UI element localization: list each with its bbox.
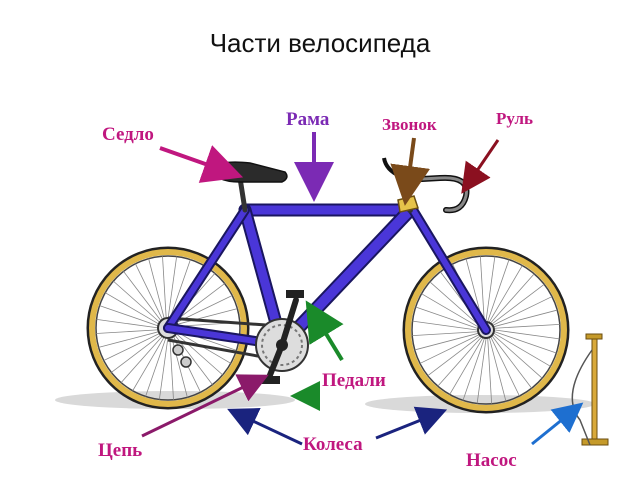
spoke	[493, 334, 543, 379]
spoke	[487, 259, 510, 322]
front-wheel	[402, 246, 570, 414]
spoke	[414, 333, 478, 351]
spoke	[494, 323, 560, 329]
spoke	[490, 337, 520, 397]
pedal-arrow-upper	[305, 300, 344, 362]
pump	[571, 333, 609, 446]
spoke	[429, 281, 479, 326]
spoke	[132, 336, 165, 391]
label-frame: Рама	[286, 109, 330, 130]
rear-derailleur	[172, 344, 192, 368]
handlebar-arrow	[461, 139, 500, 194]
spoke	[479, 256, 485, 322]
wheels-arrow-left	[227, 408, 303, 446]
bell-arrow	[390, 137, 431, 206]
spoke	[169, 259, 191, 320]
spoke	[98, 331, 160, 348]
spoke	[120, 335, 164, 383]
label-pump: Насос	[466, 450, 517, 471]
spoke	[494, 309, 558, 327]
spoke	[158, 336, 169, 400]
spoke	[490, 273, 535, 323]
label-saddle: Седло	[102, 124, 154, 145]
spoke	[175, 332, 223, 376]
spoke	[135, 263, 164, 321]
label-wheels: Колеса	[303, 434, 363, 455]
spoke	[103, 332, 161, 361]
spoke	[485, 256, 496, 322]
spoke	[437, 337, 482, 387]
spoke	[99, 305, 160, 327]
bike-frame	[163, 175, 491, 352]
spoke	[476, 338, 487, 404]
chain-arrow	[141, 374, 269, 438]
spoke	[494, 329, 560, 340]
spoke	[449, 338, 483, 395]
spoke	[489, 265, 523, 322]
label-handlebar: Руль	[496, 109, 533, 128]
saddle-arrow	[159, 145, 244, 183]
spoke	[169, 336, 174, 400]
spoke	[492, 336, 533, 389]
spoke	[113, 280, 161, 324]
label-pedals: Педали	[322, 370, 386, 391]
label-chain: Цепь	[98, 440, 143, 461]
spoke	[421, 293, 478, 327]
saddle-shape	[209, 161, 288, 183]
spoke	[412, 320, 478, 331]
pump-arrow	[531, 402, 584, 446]
handlebar-grip	[382, 157, 401, 178]
spoke	[419, 334, 479, 364]
spoke	[489, 338, 507, 402]
spoke	[96, 318, 160, 329]
spoke	[493, 296, 553, 326]
front-spokes	[412, 256, 560, 404]
spoke	[412, 331, 478, 337]
wheels-arrow-right	[375, 406, 448, 440]
spoke	[487, 338, 493, 404]
spoke	[492, 283, 545, 324]
spoke	[145, 336, 167, 397]
spoke	[111, 334, 162, 373]
pedal-bottom	[258, 376, 280, 384]
spoke	[148, 258, 165, 320]
spoke	[174, 283, 225, 322]
label-bell: Звонок	[382, 115, 437, 134]
pedal-top	[286, 290, 304, 298]
spoke	[167, 256, 178, 320]
spoke	[162, 256, 167, 320]
spoke	[427, 336, 480, 377]
crankset	[255, 297, 309, 383]
spoke	[494, 331, 557, 354]
spoke	[415, 306, 478, 329]
spoke	[105, 292, 160, 325]
spoke	[123, 271, 162, 322]
spoke	[176, 308, 238, 325]
spoke	[494, 333, 551, 367]
spoke	[96, 329, 160, 334]
spoke	[462, 338, 485, 401]
diagram-title: Части велосипеда	[209, 28, 431, 58]
